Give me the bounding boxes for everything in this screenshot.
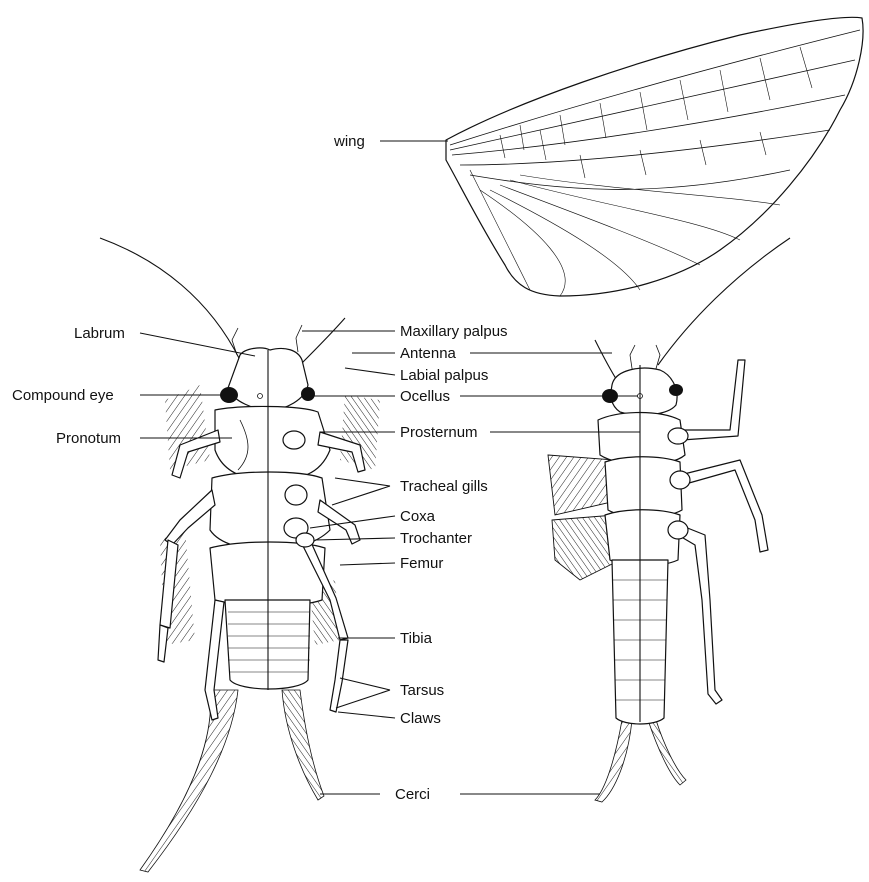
nymph-ventral-gills-drawing — [548, 238, 790, 802]
label-tarsus: Tarsus — [400, 682, 444, 699]
wing-drawing — [446, 17, 863, 296]
label-ocellus: Ocellus — [400, 388, 450, 405]
label-trochanter: Trochanter — [400, 530, 472, 547]
label-cerci: Cerci — [395, 786, 430, 803]
label-pronotum: Pronotum — [56, 430, 121, 447]
label-antenna: Antenna — [400, 345, 457, 362]
label-compound-eye: Compound eye — [12, 387, 114, 404]
label-tibia: Tibia — [400, 630, 433, 647]
label-wing: wing — [333, 133, 365, 150]
label-coxa: Coxa — [400, 508, 436, 525]
label-labrum: Labrum — [74, 325, 125, 342]
label-claws: Claws — [400, 710, 441, 727]
label-tracheal-gills: Tracheal gills — [400, 478, 488, 495]
label-prosternum: Prosternum — [400, 424, 478, 441]
label-labial-palpus: Labial palpus — [400, 367, 488, 384]
label-femur: Femur — [400, 555, 443, 572]
label-maxillary-palpus: Maxillary palpus — [400, 323, 508, 340]
